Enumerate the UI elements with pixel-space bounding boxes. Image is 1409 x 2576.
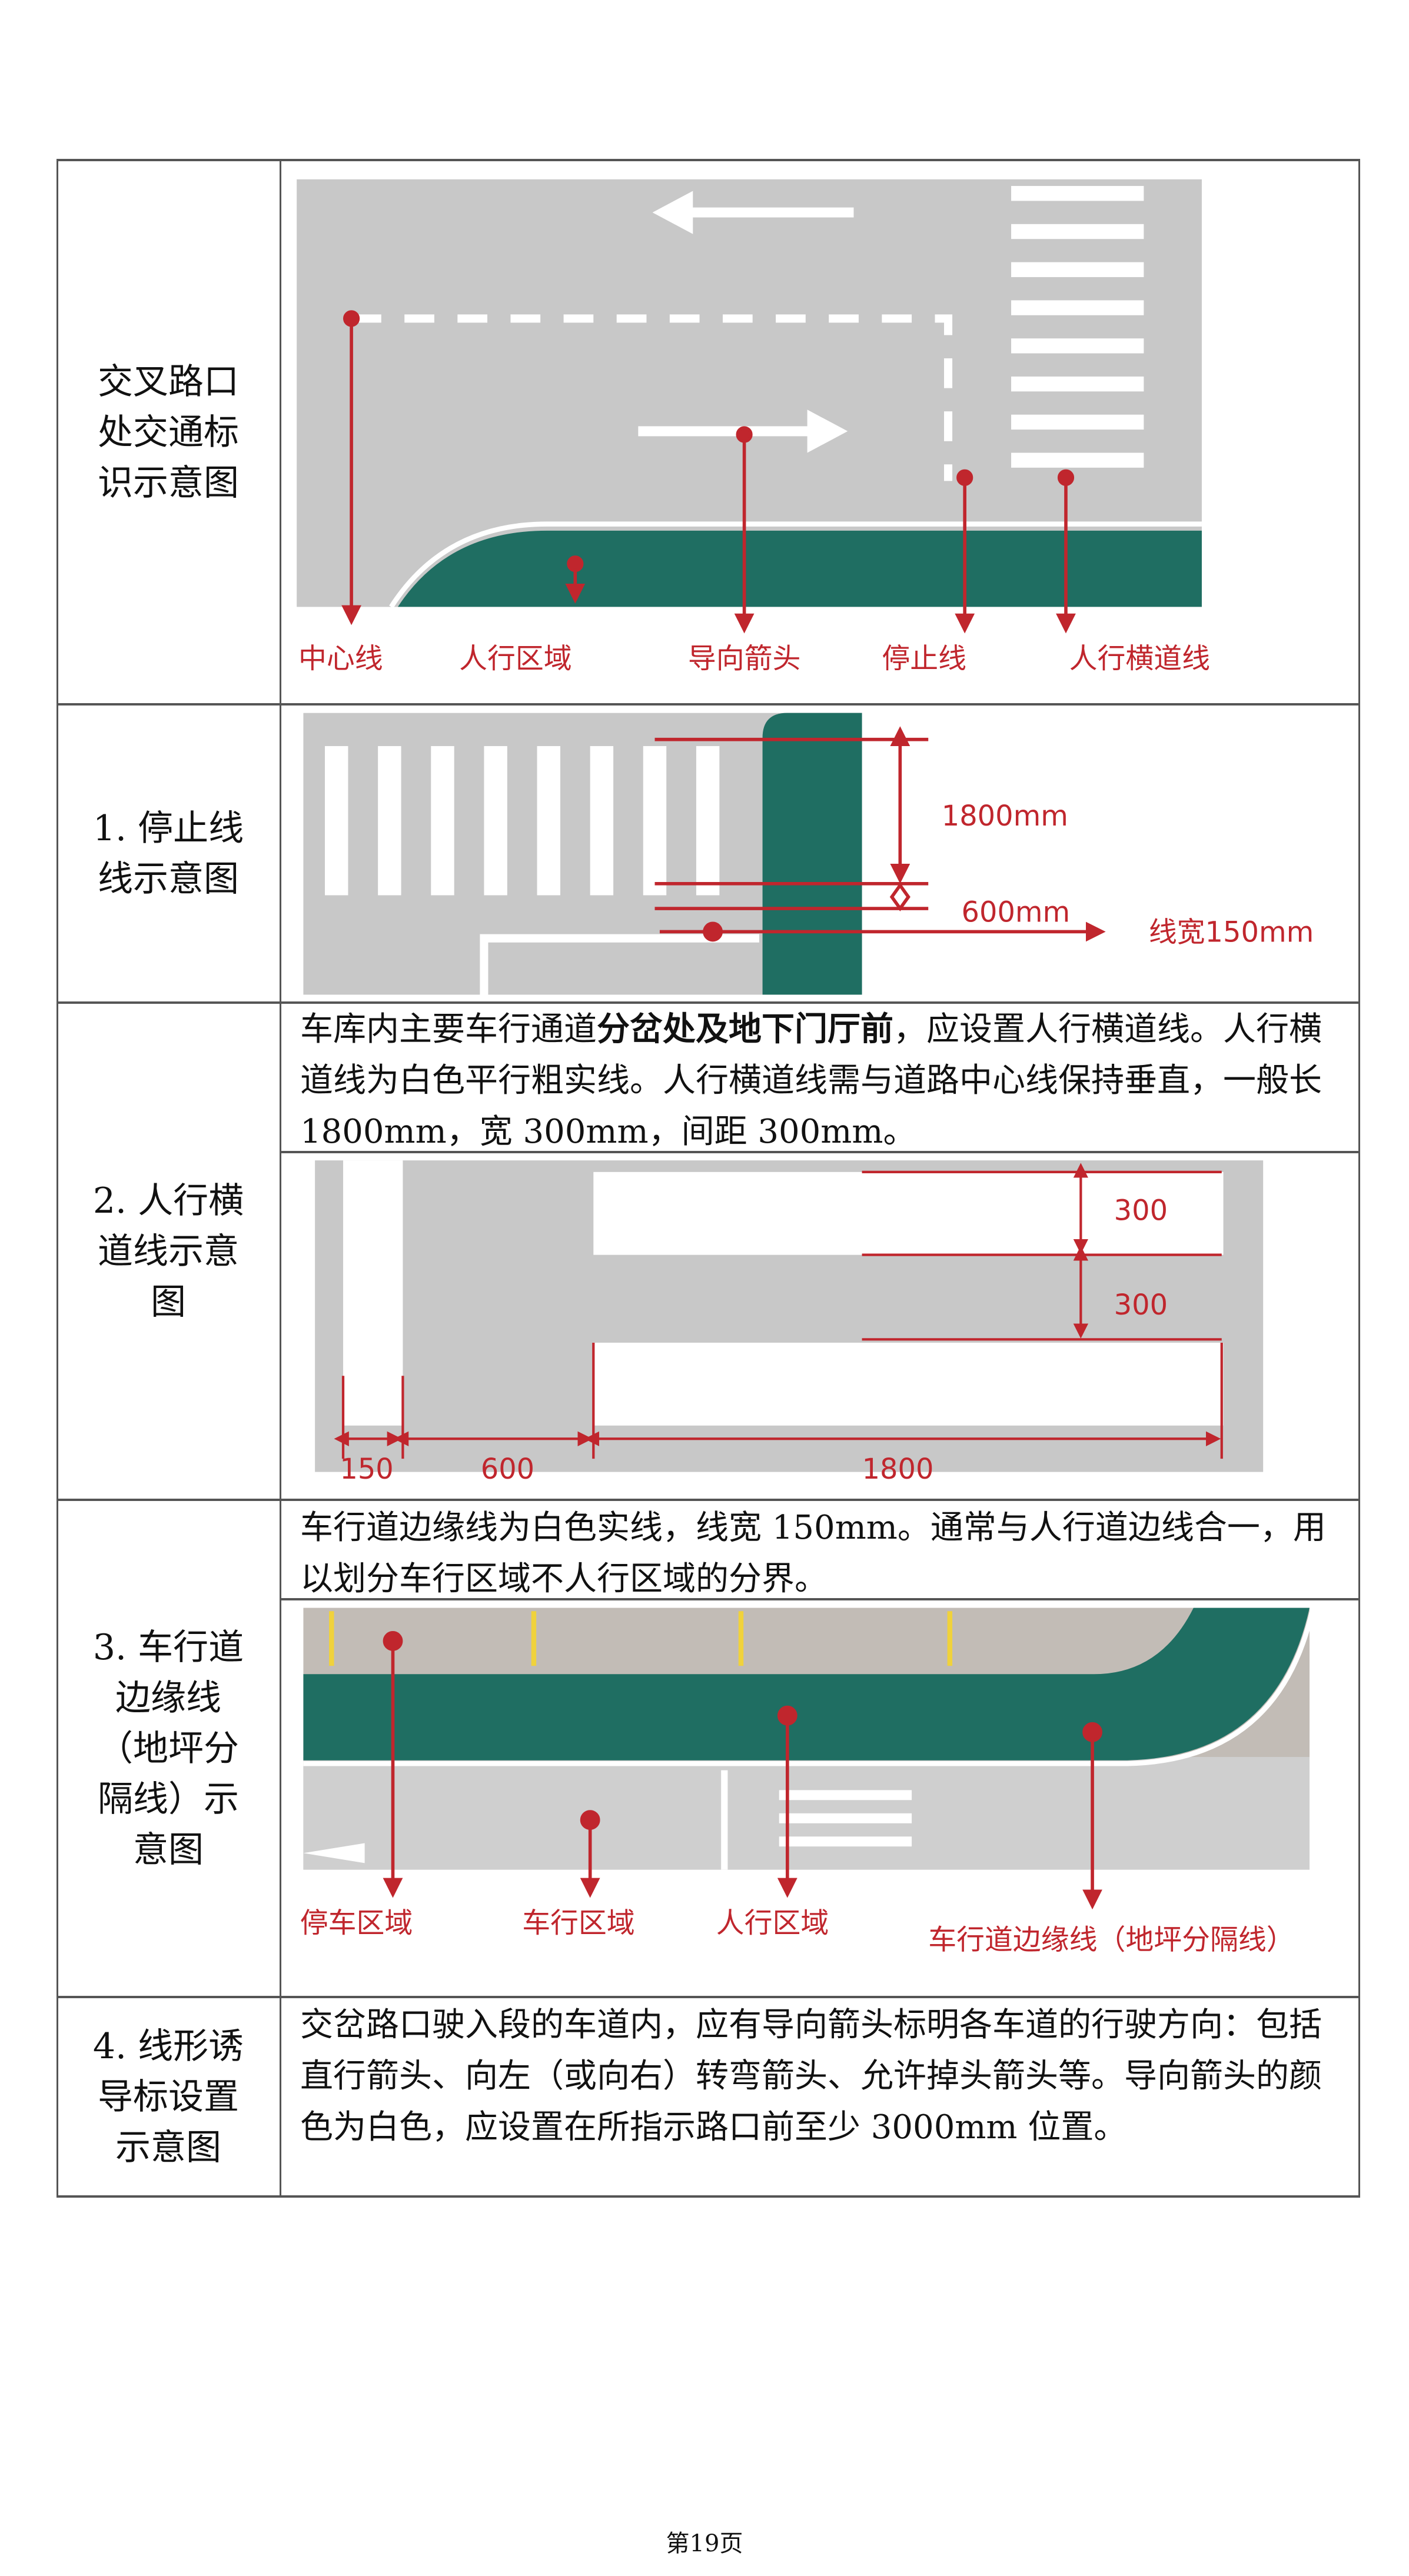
column-divider (280, 159, 281, 2198)
stop-line-diagram: 1800mm 600mm 线宽150mm (303, 713, 1314, 995)
crosswalk-diagram: 300 300 150 600 1800 (315, 1160, 1264, 1486)
label-parking-area: 停车区域 (300, 1908, 413, 1940)
label-pedestrian-area: 人行区域 (459, 643, 572, 675)
crosswalk-description: 车库内主要车行通道分岔处及地下门厅前，应设置人行横道线。人行横道线为白色平行粗实… (300, 1004, 1354, 1157)
row-divider (57, 1996, 1360, 1998)
label-edge-line: 车行道边缘线（地坪分隔线） (928, 1924, 1294, 1956)
table-border-left (57, 159, 58, 2198)
table-border-bottom (57, 2195, 1360, 2198)
label-pedestrian-area: 人行区域 (716, 1908, 829, 1940)
row-divider (57, 703, 1360, 705)
label-600mm: 600mm (962, 897, 1071, 929)
row-label-edge-line: 3. 车行道边缘线（地坪分隔线）示意图 (57, 1501, 280, 1996)
intersection-diagram: 中心线 人行区域 导向箭头 停止线 人行横道线 (297, 179, 1210, 675)
text-part: 车库内主要车行通道 (300, 1010, 597, 1049)
text-emphasis: 分岔处及地下门厅前 (597, 1010, 893, 1049)
row-label-intersection: 交叉路口处交通标识示意图 (57, 161, 280, 703)
table-border-top (57, 159, 1360, 161)
cell-divider (280, 1151, 1360, 1153)
row-divider (57, 1001, 1360, 1004)
label-width-300: 300 (1114, 1195, 1168, 1227)
label-driving-area: 车行区域 (522, 1908, 635, 1940)
label-150: 150 (340, 1453, 393, 1486)
arrow-icon (303, 1843, 365, 1863)
label-text: 2. 人行横道线示意图 (92, 1180, 244, 1323)
label-1800mm: 1800mm (942, 800, 1068, 833)
guide-sign-description: 交岔路口驶入段的车道内，应有导向箭头标明各车道的行驶方向：包括直行箭头、向左（或… (300, 2006, 1322, 2146)
row-label-stop-line: 1. 停止线线示意图 (57, 705, 280, 1001)
label-center-line: 中心线 (298, 643, 383, 675)
right-arrow-icon (638, 410, 848, 453)
label-line-width: 线宽150mm (1149, 916, 1314, 948)
label-gap-300: 300 (1114, 1289, 1168, 1322)
label-text: 4. 线形诱导标设置示意图 (92, 2025, 244, 2168)
text-part: ，应设置人行横道线。人行横道线为白色平行粗实线。人行横道线需与道路中心线保持垂直… (300, 1010, 1322, 1151)
left-arrow-icon (652, 191, 854, 234)
label-stop-line: 停止线 (882, 643, 966, 675)
row-label-guide-sign: 4. 线形诱导标设置示意图 (57, 1998, 280, 2195)
page-number: 第19页 (666, 2530, 743, 2557)
cell-divider (280, 1598, 1360, 1600)
row-divider (57, 1499, 1360, 1501)
label-1800: 1800 (862, 1453, 934, 1486)
table-border-right (1358, 159, 1360, 2198)
label-text: 1. 停止线线示意图 (92, 807, 244, 900)
row-label-crosswalk: 2. 人行横道线示意图 (57, 1004, 280, 1499)
edge-line-diagram: 停车区域 车行区域 人行区域 车行道边缘线（地坪分隔线） (300, 1607, 1315, 1956)
label-guide-arrow: 导向箭头 (688, 643, 801, 675)
label-crosswalk: 人行横道线 (1069, 643, 1210, 675)
label-text: 交叉路口处交通标识示意图 (98, 361, 239, 504)
edge-line-description: 车行道边缘线为白色实线，线宽 150mm。通常与人行道边线合一，用以划分车行区域… (300, 1509, 1326, 1598)
label-600: 600 (481, 1453, 534, 1486)
label-text: 3. 车行道边缘线（地坪分隔线）示意图 (92, 1626, 244, 1871)
